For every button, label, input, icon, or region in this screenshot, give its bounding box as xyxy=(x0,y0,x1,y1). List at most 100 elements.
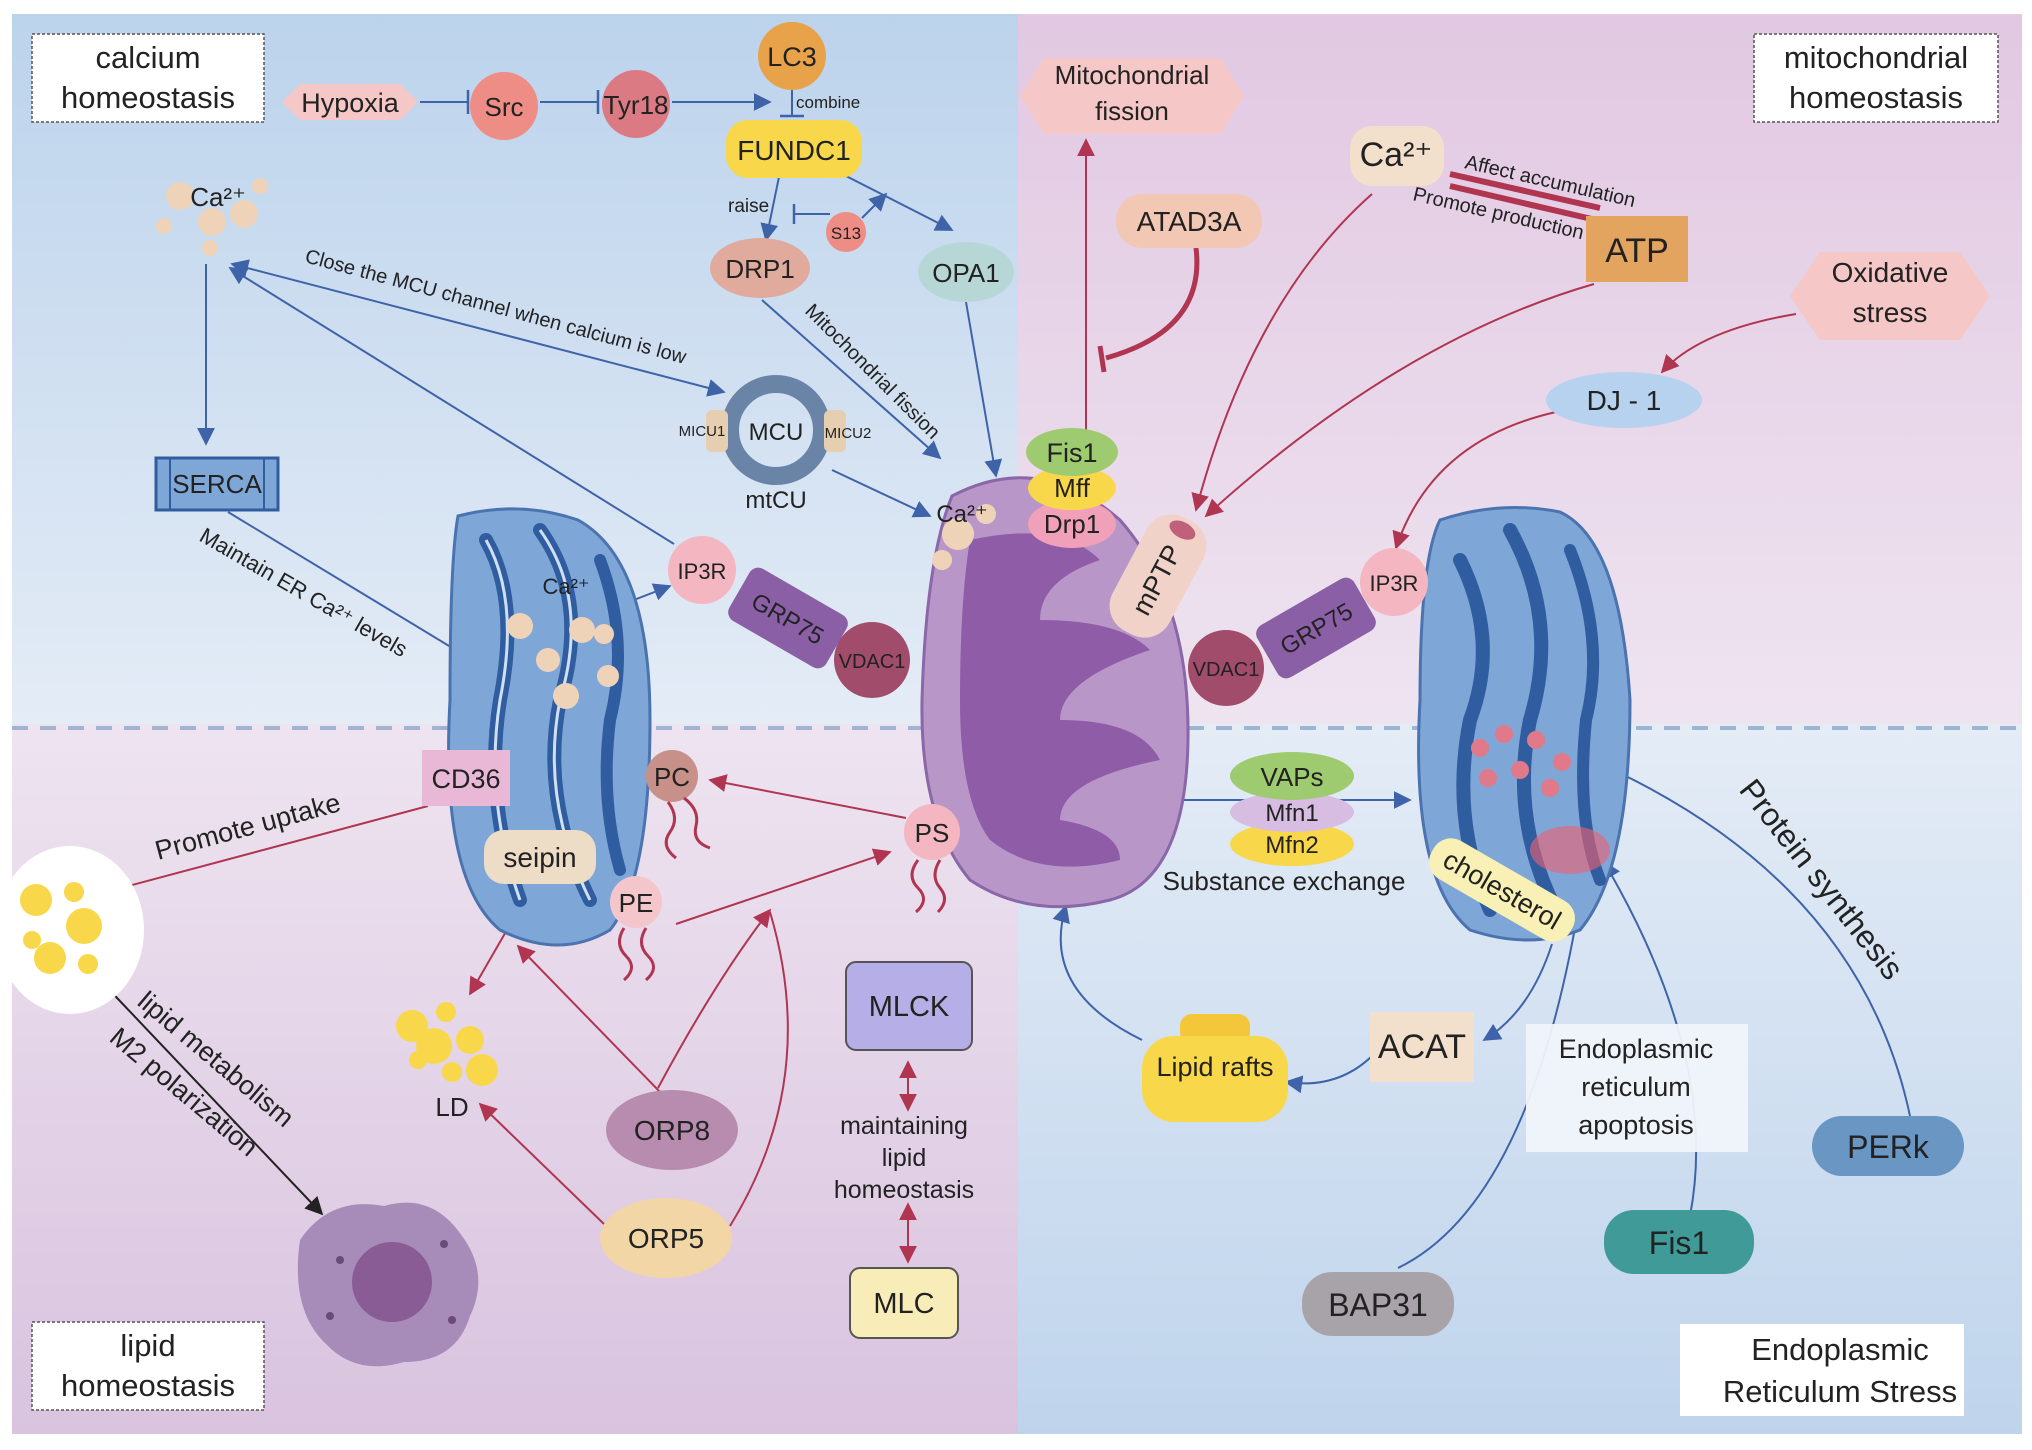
combine-label: combine xyxy=(796,93,860,112)
link-ca-atp-2 xyxy=(1449,183,1597,223)
serca-node: SERCA xyxy=(154,456,280,512)
ca-mh-node: Ca²⁺ xyxy=(1350,126,1444,186)
svg-text:ACAT: ACAT xyxy=(1378,1028,1466,1066)
svg-text:Endoplasmic: Endoplasmic xyxy=(1559,1034,1714,1064)
arrow-promote-uptake xyxy=(104,805,429,897)
pc-node: PC xyxy=(646,750,711,860)
mcu-complex: MCU MICU1 MICU2 mtCU xyxy=(679,375,872,514)
er-organelle-right xyxy=(1417,506,1632,942)
svg-text:homeostasis: homeostasis xyxy=(61,80,235,115)
mlck-node: MLCK xyxy=(845,961,973,1051)
oxidative-stress-node: Oxidative stress xyxy=(1790,252,1990,340)
svg-text:stress: stress xyxy=(1853,297,1928,328)
svg-text:CD36: CD36 xyxy=(431,764,500,794)
svg-text:Tyr18: Tyr18 xyxy=(603,90,668,120)
arrow-cholesterol-acat xyxy=(1482,943,1553,1041)
svg-text:Hypoxia: Hypoxia xyxy=(301,88,400,118)
arrow-mtcu-ca xyxy=(831,469,932,518)
svg-text:PS: PS xyxy=(915,818,950,848)
macrophage-icon xyxy=(297,1202,479,1367)
svg-text:Lipid rafts: Lipid rafts xyxy=(1156,1052,1273,1082)
seipin-node: seipin xyxy=(484,830,596,884)
mito-fission-node: Mitochondrial fission xyxy=(1020,58,1244,134)
er-apoptosis-node: Endoplasmic reticulum apoptosis xyxy=(1526,1024,1748,1152)
bap31-node: BAP31 xyxy=(1302,1272,1454,1336)
arrow-bap31 xyxy=(1397,858,1593,1269)
label-er-stress: Endoplasmic Reticulum Stress xyxy=(1680,1324,1964,1416)
svg-text:S13: S13 xyxy=(831,224,861,243)
svg-text:reticulum: reticulum xyxy=(1581,1072,1691,1102)
svg-text:calcium: calcium xyxy=(95,40,200,75)
atp-node: ATP xyxy=(1586,216,1688,282)
arrow-fundc1-drp1 xyxy=(760,171,781,242)
svg-text:ORP5: ORP5 xyxy=(628,1223,704,1254)
svg-text:homeostasis: homeostasis xyxy=(1789,80,1963,115)
arrow-ip3r-ca xyxy=(228,267,675,545)
ld-label: LD xyxy=(435,1092,468,1122)
svg-text:MLCK: MLCK xyxy=(869,991,950,1023)
label-mitochondrial-homeostasis: mitochondrial homeostasis xyxy=(1753,33,1999,123)
pe-node: PE xyxy=(610,876,662,982)
svg-text:apoptosis: apoptosis xyxy=(1578,1110,1694,1140)
inhibit-atad3a xyxy=(1105,247,1200,361)
hypoxia-node: Hypoxia xyxy=(282,84,418,120)
svg-text:mtCU: mtCU xyxy=(745,487,806,514)
arrow-ca-mptp xyxy=(1191,193,1373,512)
fission-complex: Drp1 Mff Fis1 xyxy=(1026,428,1118,548)
svg-text:Endoplasmic: Endoplasmic xyxy=(1751,1332,1928,1367)
arrow-oxidative-dj1 xyxy=(1660,313,1797,374)
svg-text:LC3: LC3 xyxy=(767,42,817,72)
svg-text:VDAC1: VDAC1 xyxy=(839,651,906,673)
arrow-pe-ps xyxy=(675,848,892,925)
svg-text:IP3R: IP3R xyxy=(1370,571,1419,596)
tyr18-node: Tyr18 xyxy=(602,70,670,138)
perk-node: PERk xyxy=(1812,1116,1964,1176)
maintaining-lipid-label: maintaining lipid homeostasis xyxy=(834,1112,974,1204)
arrow-lipid-m2 xyxy=(99,979,324,1216)
svg-text:BAP31: BAP31 xyxy=(1328,1287,1428,1323)
link-ca-atp-1 xyxy=(1449,171,1601,211)
svg-text:VAPs: VAPs xyxy=(1260,762,1323,792)
ca-er-label: Ca²⁺ xyxy=(542,574,589,599)
svg-text:mitochondrial: mitochondrial xyxy=(1784,40,1968,75)
svg-text:FUNDC1: FUNDC1 xyxy=(737,135,851,166)
svg-text:Drp1: Drp1 xyxy=(1044,509,1100,539)
svg-text:ORP8: ORP8 xyxy=(634,1115,710,1146)
svg-text:Ca²⁺: Ca²⁺ xyxy=(1360,136,1433,174)
svg-text:fission: fission xyxy=(1095,96,1169,126)
svg-text:Fis1: Fis1 xyxy=(1046,438,1097,468)
svg-text:MICU2: MICU2 xyxy=(825,425,872,442)
cd36-node: CD36 xyxy=(422,750,510,806)
orp5-node: ORP5 xyxy=(600,1198,732,1278)
arrow-fundc1-opa1 xyxy=(845,175,954,231)
lc3-node: LC3 xyxy=(758,22,826,90)
svg-text:Oxidative: Oxidative xyxy=(1832,257,1949,288)
ip3r-left-node: IP3R xyxy=(668,536,736,604)
svg-text:VDAC1: VDAC1 xyxy=(1193,659,1260,681)
arrow-perk xyxy=(1594,760,1911,1117)
dj1-node: DJ - 1 xyxy=(1546,372,1702,428)
opa1-node: OPA1 xyxy=(918,242,1014,302)
svg-text:Mfn1: Mfn1 xyxy=(1265,800,1318,827)
svg-text:PERk: PERk xyxy=(1847,1129,1930,1165)
orp8-node: ORP8 xyxy=(606,1090,738,1170)
svg-text:lipid: lipid xyxy=(882,1144,926,1172)
svg-text:MLC: MLC xyxy=(873,1288,934,1320)
s13-node: S13 xyxy=(826,212,866,252)
svg-text:OPA1: OPA1 xyxy=(932,258,999,288)
lipid-rafts-node: Lipid rafts xyxy=(1142,1014,1288,1122)
svg-text:DRP1: DRP1 xyxy=(725,254,794,284)
svg-text:Src: Src xyxy=(485,92,524,122)
ca-cloud-top xyxy=(156,178,268,256)
lipid-droplets-left xyxy=(0,846,144,1014)
arrow-atp-mptp xyxy=(1204,283,1595,518)
ps-node: PS xyxy=(904,804,960,914)
svg-text:MCU: MCU xyxy=(749,419,804,446)
fundc1-node: FUNDC1 xyxy=(726,120,862,178)
arrow-serca-er xyxy=(227,511,494,673)
arrow-opa1-mito xyxy=(965,301,1003,478)
svg-text:Mitochondrial: Mitochondrial xyxy=(1055,60,1210,90)
ca-top-label: Ca²⁺ xyxy=(190,182,246,212)
svg-text:lipid: lipid xyxy=(120,1328,175,1363)
